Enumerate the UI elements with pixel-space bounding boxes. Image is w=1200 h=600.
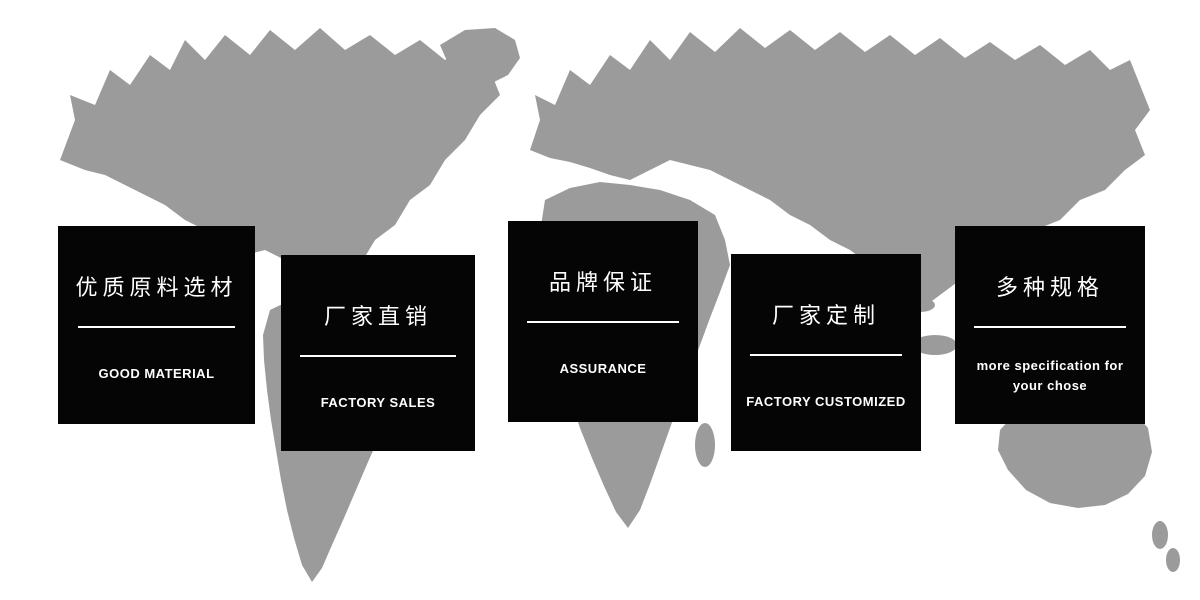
card-subtitle-en: GOOD MATERIAL xyxy=(98,366,215,381)
card-subtitle-en: FACTORY SALES xyxy=(320,395,436,410)
card-divider xyxy=(750,354,902,356)
card-title-cn: 厂家定制 xyxy=(771,303,880,328)
card-divider xyxy=(974,326,1126,328)
card-title-cn: 优质原料选材 xyxy=(75,275,238,300)
feature-card-factory-sales: 厂家直销 FACTORY SALES xyxy=(281,255,475,451)
map-island xyxy=(913,335,957,355)
feature-card-good-material: 优质原料选材 GOOD MATERIAL xyxy=(58,226,255,424)
card-title-cn: 厂家直销 xyxy=(323,304,432,329)
feature-card-more-specification: 多种规格 more specification for your chose xyxy=(955,226,1145,424)
map-new-zealand xyxy=(1152,521,1168,549)
card-divider xyxy=(300,355,456,357)
map-north-america xyxy=(60,28,500,305)
card-divider xyxy=(527,321,679,323)
card-title-cn: 品牌保证 xyxy=(548,270,657,295)
card-subtitle-en: FACTORY CUSTOMIZED xyxy=(746,394,906,409)
card-title-cn: 多种规格 xyxy=(995,275,1104,300)
feature-card-assurance: 品牌保证 ASSURANCE xyxy=(508,221,698,422)
feature-card-factory-customized: 厂家定制 FACTORY CUSTOMIZED xyxy=(731,254,921,451)
map-greenland xyxy=(440,28,520,85)
map-madagascar xyxy=(695,423,715,467)
card-divider xyxy=(77,326,236,328)
card-subtitle-en: more specification for your chose xyxy=(976,358,1124,394)
card-subtitle-en: ASSURANCE xyxy=(559,361,647,376)
map-new-zealand xyxy=(1166,548,1180,572)
